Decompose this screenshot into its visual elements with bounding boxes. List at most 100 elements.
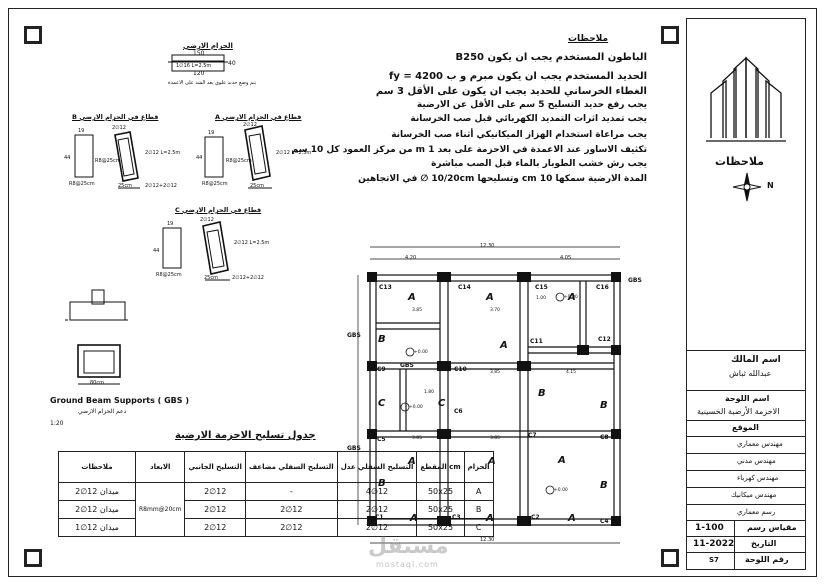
dim-label: 25cm (204, 275, 218, 281)
beam-label: C (378, 398, 386, 409)
date-row: 11-2022 التاريخ (687, 536, 805, 552)
note-line: تكثيف الاساور عند الاعمدة في الاحزمة على… (291, 145, 647, 155)
inner-dimension: 3.85 (490, 436, 501, 441)
owner-row: اسم المالك عبدالله ثباش (687, 350, 805, 390)
scale-row: 1-100 مقياس رسم (687, 520, 805, 536)
sheet-no-label: رقم اللوحة (745, 555, 789, 564)
table-cell: 2∅12 (244, 518, 338, 537)
column-label: C1 (375, 514, 384, 521)
scale-value: 1-100 (695, 523, 724, 533)
beam-label: A (500, 340, 508, 351)
beam-label: C (438, 398, 446, 409)
inner-dimension: 3.85 (490, 370, 501, 375)
gbs-marker: GBS (400, 362, 414, 369)
dim-label: 150 (193, 50, 205, 57)
dim-label: 44 (64, 155, 71, 161)
level-label: +0.00 (409, 405, 423, 410)
dim-label: R8@25cm (95, 158, 121, 164)
staff-role: مهندس ميكانيك (731, 491, 777, 499)
column-label: C11 (530, 338, 543, 345)
inner-dimension: 1.80 (424, 390, 435, 395)
column-label: C16 (596, 284, 609, 291)
north-label: N (767, 181, 774, 190)
sheet-no-row: S7 رقم اللوحة (687, 552, 805, 569)
title-block: ملاحظات N اسم المالك عبدالله ثباش اسم ال… (686, 18, 806, 570)
gbs-marker: GBS (347, 445, 361, 452)
dim-label: 2∅12 (112, 125, 126, 131)
column-label: C12 (598, 336, 611, 343)
beam-label: A (408, 292, 416, 303)
dim-label: 19 (167, 221, 174, 227)
beam-label: A (568, 513, 576, 524)
table-title: جدول تسليح الاحزمة الارضية (175, 430, 316, 441)
level-label: +0.00 (414, 350, 428, 355)
inner-dimension: 3.85 (412, 308, 423, 313)
dim-label: 40 (228, 60, 236, 67)
table-cell: R8mm@20cm (134, 482, 186, 537)
staff-row: مهندس ميكانيك (687, 487, 805, 504)
table-row: 2∅12 ميدان 2∅12 2∅12 2∅12 50x25 B (58, 500, 494, 519)
staff-role: مهندس كهرباء (737, 474, 779, 482)
inner-dimension: 4.15 (566, 370, 577, 375)
beam-label: B (600, 400, 608, 411)
level-label: +0.00 (564, 295, 578, 300)
beam-label: A (558, 455, 566, 466)
dim-label: 44 (196, 155, 203, 161)
logo-caption: ملاحظات (715, 155, 764, 168)
table-cell: C (463, 518, 494, 537)
column-header: الحزام (463, 451, 494, 483)
table-cell: 2∅12 (184, 518, 246, 537)
beam-label: B (378, 334, 386, 345)
details-drawing (65, 54, 272, 385)
column-header: التسليح السفلي عدل (336, 451, 418, 483)
owner-label: اسم المالك (731, 355, 781, 365)
corner-mark (661, 549, 679, 567)
corner-mark (661, 26, 679, 44)
dim-label: 25cm (250, 183, 264, 189)
table-cell: 1∅12 ميدان (58, 518, 136, 537)
dim-label: 2∅12 (243, 122, 257, 128)
reinforcement-table: ملاحظات الابعاد التسليح الجانبي التسليح … (58, 451, 494, 537)
column-header: التسليح الجانبي (184, 451, 246, 483)
inner-dimension: 3.85 (412, 436, 423, 441)
watermark-url: mostaql.com (376, 560, 439, 569)
bay-dimension: 4.20 (405, 255, 417, 261)
owner-name: عبدالله ثباش (729, 369, 772, 378)
note-line: يجب تمديد اثرات التمديد الكهربائي قبل صب… (410, 114, 647, 124)
gbs-marker: GBS (347, 332, 361, 339)
sheet-name-row: اسم اللوحة الاحزمة الأرضية الخسينية (687, 390, 805, 420)
sheet-border (8, 8, 817, 577)
corner-mark (24, 549, 42, 567)
gbs-subtitle: دعم الحزام الارضي (78, 408, 127, 415)
column-label: C4 (600, 518, 609, 525)
table-cell: 2∅12 (184, 482, 246, 501)
note-line: الحديد المستخدم يجب ان يكون مبرم و ب fy … (388, 71, 647, 82)
column-label: C10 (454, 366, 467, 373)
staff-role: رسم معماري (737, 508, 776, 516)
table-cell: 2∅12 ميدان (58, 500, 136, 519)
level-label: +0.00 (554, 488, 568, 493)
beam-label: A (410, 513, 418, 524)
sheet-name-label: اسم اللوحة (725, 394, 770, 403)
note-line: الباطون المستخدم يجب ان يكون B250 (455, 52, 648, 63)
dim-label: R8@25cm (226, 158, 252, 164)
location-label: الموقع (732, 423, 759, 432)
bay-dimension: 4.05 (560, 255, 572, 261)
table-cell: 2∅12 (184, 500, 246, 519)
inner-dimension: 1.00 (536, 296, 547, 301)
ground-beam-note: يتم وضع حديد علوي بعد الشد على الاعمدة (168, 80, 257, 86)
beam-label: A (408, 456, 416, 467)
overall-dimension: 12.30 (480, 243, 495, 249)
scale-label: مقياس رسم (747, 523, 797, 532)
staff-row: رسم معماري (687, 504, 805, 520)
dim-label: 2∅12 L=2.5m (145, 150, 181, 156)
column-label: C6 (454, 408, 463, 415)
staff-role: مهندس معماري (737, 440, 783, 448)
dim-label: 2∅12 L=2.5m (276, 150, 312, 156)
dim-label: 2∅12+2∅12 (232, 275, 264, 281)
divider (734, 520, 735, 569)
dim-label: 44 (153, 248, 160, 254)
column-label: C15 (535, 284, 548, 291)
column-header: التسليح السفلي مضاعف (244, 451, 338, 483)
